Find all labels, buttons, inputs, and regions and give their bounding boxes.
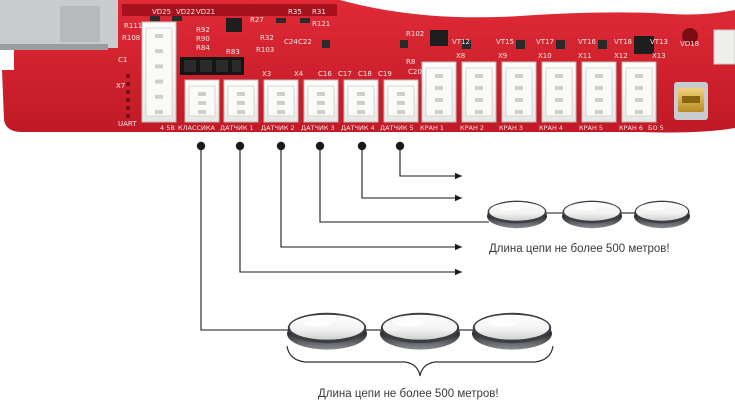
wire: [200, 146, 290, 331]
silk-ref: X10: [538, 52, 552, 60]
connector-label: ДАТЧИК 5: [380, 124, 414, 132]
silk-ref: VD21: [196, 8, 215, 16]
silk-ref: VT15: [496, 38, 514, 46]
wire: [319, 146, 489, 223]
board-cut-edge: [340, 0, 735, 18]
silk-ref: C20: [408, 68, 422, 76]
connector-socket: [581, 61, 617, 123]
silk-ref: VT12: [452, 38, 470, 46]
silk-ref: C24: [284, 38, 298, 46]
silk-ref: R27: [250, 16, 264, 24]
connector-label: 4 5В: [160, 124, 175, 132]
silk-ref: C22: [298, 38, 312, 46]
silk-ref: VD18: [680, 40, 699, 48]
grey-module: [0, 0, 118, 48]
connector-socket: [461, 61, 497, 123]
connector-label: КЛАССИКА: [178, 124, 216, 132]
connector-socket: [141, 21, 177, 123]
silk-ref: X9: [498, 52, 507, 60]
connector-label: КРАН 6: [619, 124, 643, 132]
leak-sensor-puck-icon: [380, 312, 460, 350]
connector-socket: [501, 61, 537, 123]
silk-ref: X8: [456, 52, 465, 60]
side-plug: [713, 29, 735, 65]
connector-label: КРАН 2: [460, 124, 484, 132]
silk-ref: R111: [124, 22, 142, 30]
silk-ref: C19: [378, 70, 392, 78]
silk-ref: X11: [578, 52, 592, 60]
silk-ref: UART: [118, 120, 137, 128]
silk-ref: R92: [196, 26, 210, 34]
controller-board: R111 VD25 VD22 VD21 R27 R35 R32 R31 R121…: [0, 0, 735, 133]
silk-ref: VD22: [176, 8, 195, 16]
connector-socket: [541, 61, 577, 123]
silk-ref: VT18: [614, 38, 632, 46]
connector-label: БО 5: [648, 124, 664, 132]
chain-length-caption: Длина цепи не более 500 метров!: [489, 243, 670, 255]
silk-ref: R31: [312, 8, 326, 16]
chip: [634, 36, 654, 54]
silk-ref: R8: [406, 58, 415, 66]
connector-socket: [343, 79, 379, 123]
leak-sensor-puck-icon: [487, 200, 547, 229]
silk-ref: VT13: [650, 38, 668, 46]
connector-row: [141, 21, 657, 123]
silk-ref: R90: [196, 35, 210, 43]
connector-socket: [223, 79, 259, 123]
silk-ref: C1: [118, 56, 127, 64]
silk-ref: VT16: [578, 38, 597, 46]
silk-ref: R121: [312, 20, 330, 28]
connector-label: КРАН 5: [579, 124, 603, 132]
silk-ref: C17: [338, 70, 352, 78]
silk-ref: X3: [262, 70, 271, 78]
chip: [430, 30, 448, 46]
silk-ref: C18: [358, 70, 372, 78]
silk-ref: R102: [406, 30, 424, 38]
silk-ref: C16: [318, 70, 332, 78]
connector-label: ДАТЧИК 2: [261, 124, 295, 132]
chain-length-caption: Длина цепи не более 500 метров!: [318, 388, 499, 400]
connector-label: ДАТЧИК 4: [341, 124, 375, 132]
connector-socket: [263, 79, 299, 123]
sensor-chains: [287, 200, 690, 350]
wiring: [196, 141, 636, 331]
wire-arrow: [361, 146, 462, 202]
screw-hole: [682, 28, 698, 44]
connector-label: ДАТЧИК 3: [301, 124, 335, 132]
connector-socket: [421, 61, 457, 123]
silk-ref: VD25: [152, 8, 171, 16]
silk-ref: R108: [122, 34, 140, 42]
connector-label: ДАТЧИК 1: [220, 124, 254, 132]
connector-socket: [621, 61, 657, 123]
silk-ref: R83: [226, 48, 240, 56]
wire-arrow: [239, 146, 462, 276]
connector-socket: [184, 79, 220, 123]
silk-ref: VT17: [536, 38, 554, 46]
chip: [226, 18, 242, 32]
wire-arrow: [399, 146, 462, 180]
silk-ref: R32: [260, 34, 274, 42]
leak-sensor-puck-icon: [287, 312, 367, 350]
leak-sensor-puck-icon: [634, 200, 690, 229]
silk-ref: R103: [256, 46, 274, 54]
leak-sensor-puck-icon: [472, 312, 552, 350]
usb-connector-icon: [674, 82, 708, 120]
connector-label: КРАН 1: [420, 124, 444, 132]
silk-ref: R84: [196, 44, 210, 52]
connector-socket: [303, 79, 339, 123]
silk-ref: X4: [294, 70, 304, 78]
connector-label: КРАН 4: [539, 124, 563, 132]
silk-ref: X12: [614, 52, 628, 60]
leak-sensor-puck-icon: [562, 200, 622, 229]
silk-ref: X13: [652, 52, 666, 60]
chain-brace: [286, 345, 554, 377]
connector-socket: [383, 79, 419, 123]
wire-arrow: [280, 146, 462, 251]
silk-ref: X7: [116, 82, 125, 90]
silk-ref: R35: [288, 8, 302, 16]
connector-label: КРАН 3: [499, 124, 523, 132]
